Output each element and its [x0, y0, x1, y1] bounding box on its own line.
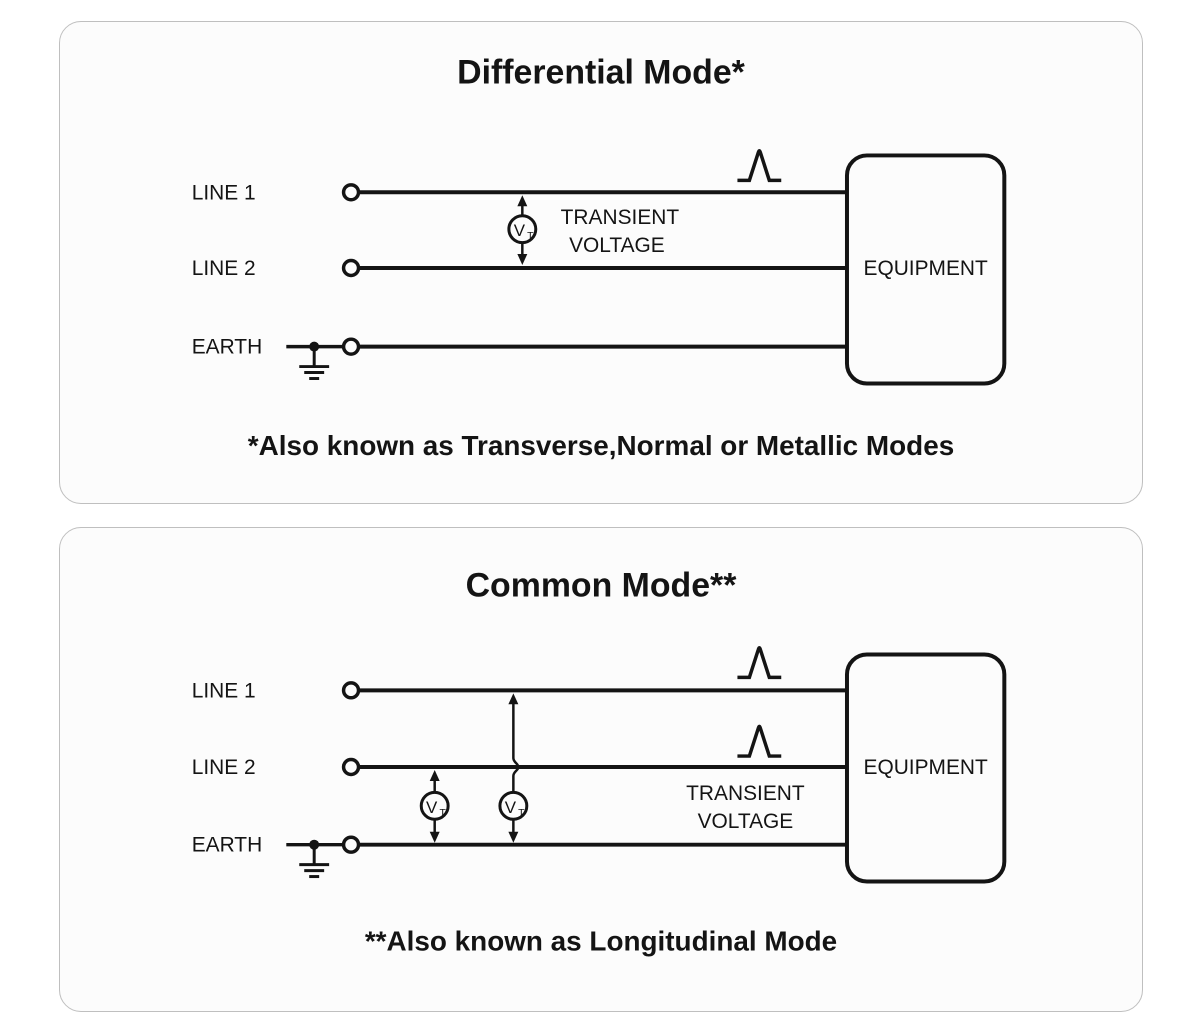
differential-mode-diagram: Differential Mode* LINE 1 LINE 2 V T	[192, 54, 1007, 461]
voltmeter-subscript: T	[527, 231, 534, 242]
line1-label: LINE 1	[192, 181, 256, 204]
measurement-arrow-line1-earth	[508, 693, 520, 843]
voltmeter-symbol: V	[505, 798, 517, 817]
common-mode-diagram: Common Mode** LINE 1 LINE 2	[192, 567, 1007, 956]
equipment-box	[844, 652, 1007, 884]
voltmeter-icon-right: V T	[498, 790, 529, 821]
voltmeter-symbol: V	[514, 221, 526, 240]
earth-label: EARTH	[192, 834, 262, 857]
equipment-box	[844, 153, 1007, 386]
panel-title: Common Mode**	[466, 567, 738, 605]
voltmeter-subscript: T	[518, 808, 525, 819]
earth-ground-icon	[299, 346, 330, 381]
line2-label: LINE 2	[192, 257, 256, 280]
line1-terminal-icon	[341, 183, 361, 202]
earth-junction-dot	[309, 341, 320, 352]
common-mode-panel: Common Mode** LINE 1 LINE 2	[59, 527, 1143, 1012]
line1-terminal-icon	[341, 681, 361, 700]
transient-voltage-label-line1: TRANSIENT	[686, 782, 805, 805]
earth-ground-icon	[299, 844, 330, 879]
panel-footnote: *Also known as Transverse,Normal or Meta…	[248, 430, 954, 461]
line2-terminal-icon	[341, 258, 361, 278]
line2-label: LINE 2	[192, 756, 256, 779]
transient-voltage-label-line2: VOLTAGE	[569, 234, 665, 257]
transient-voltage-label-line2: VOLTAGE	[698, 810, 794, 833]
equipment-label: EQUIPMENT	[864, 257, 989, 280]
transient-pulse-icon	[737, 148, 782, 183]
differential-mode-panel: Differential Mode* LINE 1 LINE 2 V T	[59, 21, 1143, 504]
line2-terminal-icon	[341, 757, 361, 777]
earth-terminal-icon	[341, 835, 361, 854]
earth-terminal-icon	[341, 337, 361, 356]
earth-label: EARTH	[192, 336, 262, 359]
transient-pulse-icon-line1	[737, 646, 782, 680]
voltmeter-symbol: V	[426, 798, 438, 817]
line1-label: LINE 1	[192, 679, 256, 702]
voltmeter-icon-left: V T	[419, 790, 450, 821]
transient-pulse-icon-line2	[737, 724, 782, 758]
voltmeter-subscript: T	[439, 808, 446, 819]
transient-voltage-label-line1: TRANSIENT	[561, 206, 680, 229]
panel-footnote: **Also known as Longitudinal Mode	[365, 925, 837, 956]
equipment-label: EQUIPMENT	[864, 756, 989, 779]
panel-title: Differential Mode*	[457, 54, 746, 92]
voltmeter-icon: V T	[507, 214, 538, 245]
